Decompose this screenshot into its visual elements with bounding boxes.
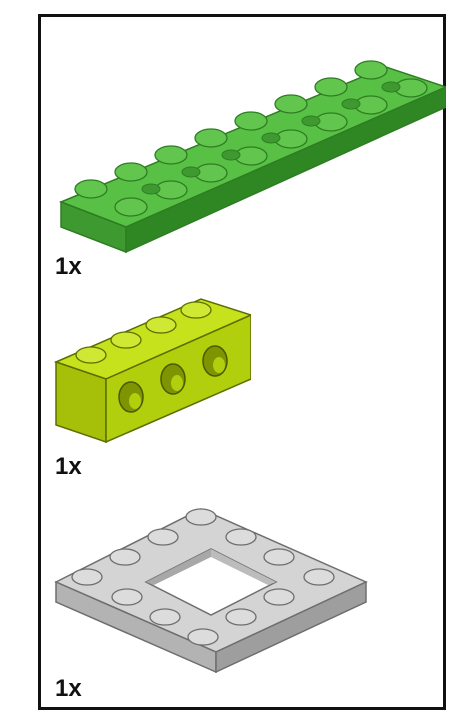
lime-brick-image (51, 287, 251, 452)
part-quantity: 1x (55, 677, 82, 701)
green-plate-image (51, 27, 446, 257)
part-quantity: 1x (55, 455, 82, 479)
parts-list-panel: 1x 1x (38, 14, 446, 710)
gray-plate-image (51, 487, 371, 677)
part-quantity: 1x (55, 255, 82, 279)
